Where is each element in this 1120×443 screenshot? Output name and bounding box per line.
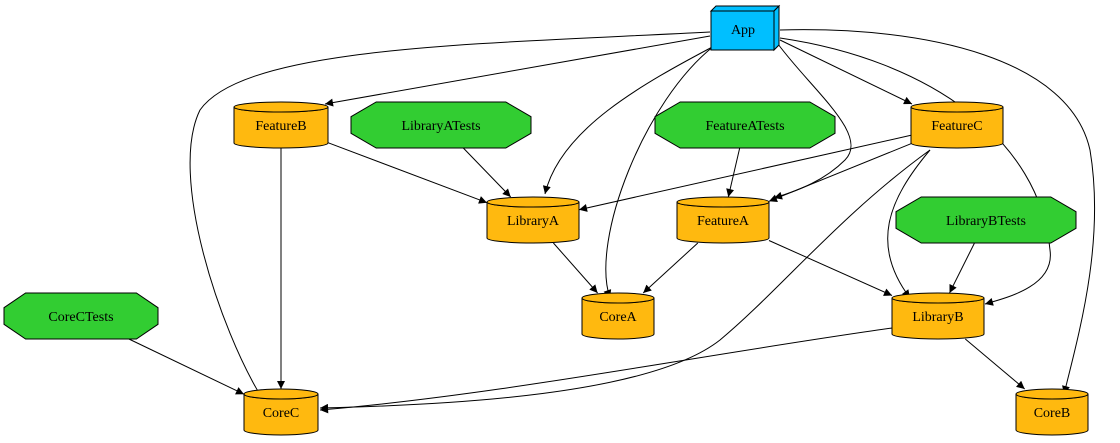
edge-libraryatests-to-librarya: [462, 147, 512, 198]
edge-app-to-libraryb: [779, 37, 1051, 306]
edge-featurec-to-libraryb: [887, 149, 931, 299]
node-label-librarya: LibraryA: [507, 214, 560, 229]
node-label-featurec: FeatureC: [931, 119, 982, 134]
edge-libraryb-to-corec: [319, 327, 893, 414]
node-coreb[interactable]: CoreB: [1015, 388, 1089, 436]
node-corea[interactable]: CoreA: [581, 292, 655, 340]
node-label-corectests: CoreCTests: [48, 310, 113, 325]
edge-libraryb-to-coreb: [964, 338, 1026, 390]
node-featurea[interactable]: FeatureA: [676, 196, 770, 244]
edge-corectests-to-corec: [128, 338, 245, 395]
node-libraryb[interactable]: LibraryB: [891, 292, 985, 340]
node-label-featurea: FeatureA: [697, 214, 750, 229]
edge-app-to-corec: [189, 31, 711, 399]
edge-featurea-to-corea: [642, 242, 699, 294]
edge-app-to-featureb: [324, 35, 711, 107]
node-featurec[interactable]: FeatureC: [910, 101, 1004, 149]
edge-app-to-corea: [603, 45, 715, 299]
edges-layer: [128, 29, 1096, 414]
node-librarybtests[interactable]: LibraryBTests: [895, 196, 1077, 244]
edge-librarya-to-corea: [553, 242, 598, 294]
node-label-featureb: FeatureB: [255, 119, 306, 134]
node-corectests[interactable]: CoreCTests: [3, 292, 159, 340]
node-app[interactable]: App: [709, 4, 781, 52]
node-featureatests[interactable]: FeatureATests: [654, 101, 836, 149]
edge-featureatests-to-featurea: [726, 147, 741, 198]
node-label-corec: CoreC: [263, 406, 300, 421]
edge-featureb-to-librarya: [327, 142, 488, 204]
edge-librarybtests-to-libraryb: [949, 242, 975, 294]
node-label-libraryb: LibraryB: [912, 310, 963, 325]
edge-app-to-librarya: [542, 43, 719, 195]
edge-featurec-to-librarya: [578, 134, 912, 212]
node-librarya[interactable]: LibraryA: [486, 196, 580, 244]
node-label-app: App: [731, 23, 755, 38]
node-label-libraryatests: LibraryATests: [401, 119, 480, 134]
edge-featurec-to-featurea: [768, 143, 912, 202]
edge-featurec-to-corec: [319, 149, 931, 412]
node-featureb[interactable]: FeatureB: [233, 101, 329, 149]
edge-app-to-coreb: [779, 29, 1096, 395]
node-corec[interactable]: CoreC: [243, 388, 319, 436]
node-libraryatests[interactable]: LibraryATests: [350, 101, 532, 149]
node-label-coreb: CoreB: [1034, 406, 1071, 421]
edge-featurea-to-libraryb: [768, 240, 893, 296]
edge-app-to-featurec: [779, 39, 913, 105]
node-label-corea: CoreA: [599, 310, 637, 325]
node-label-featureatests: FeatureATests: [705, 119, 784, 134]
node-label-librarybtests: LibraryBTests: [946, 214, 1026, 229]
